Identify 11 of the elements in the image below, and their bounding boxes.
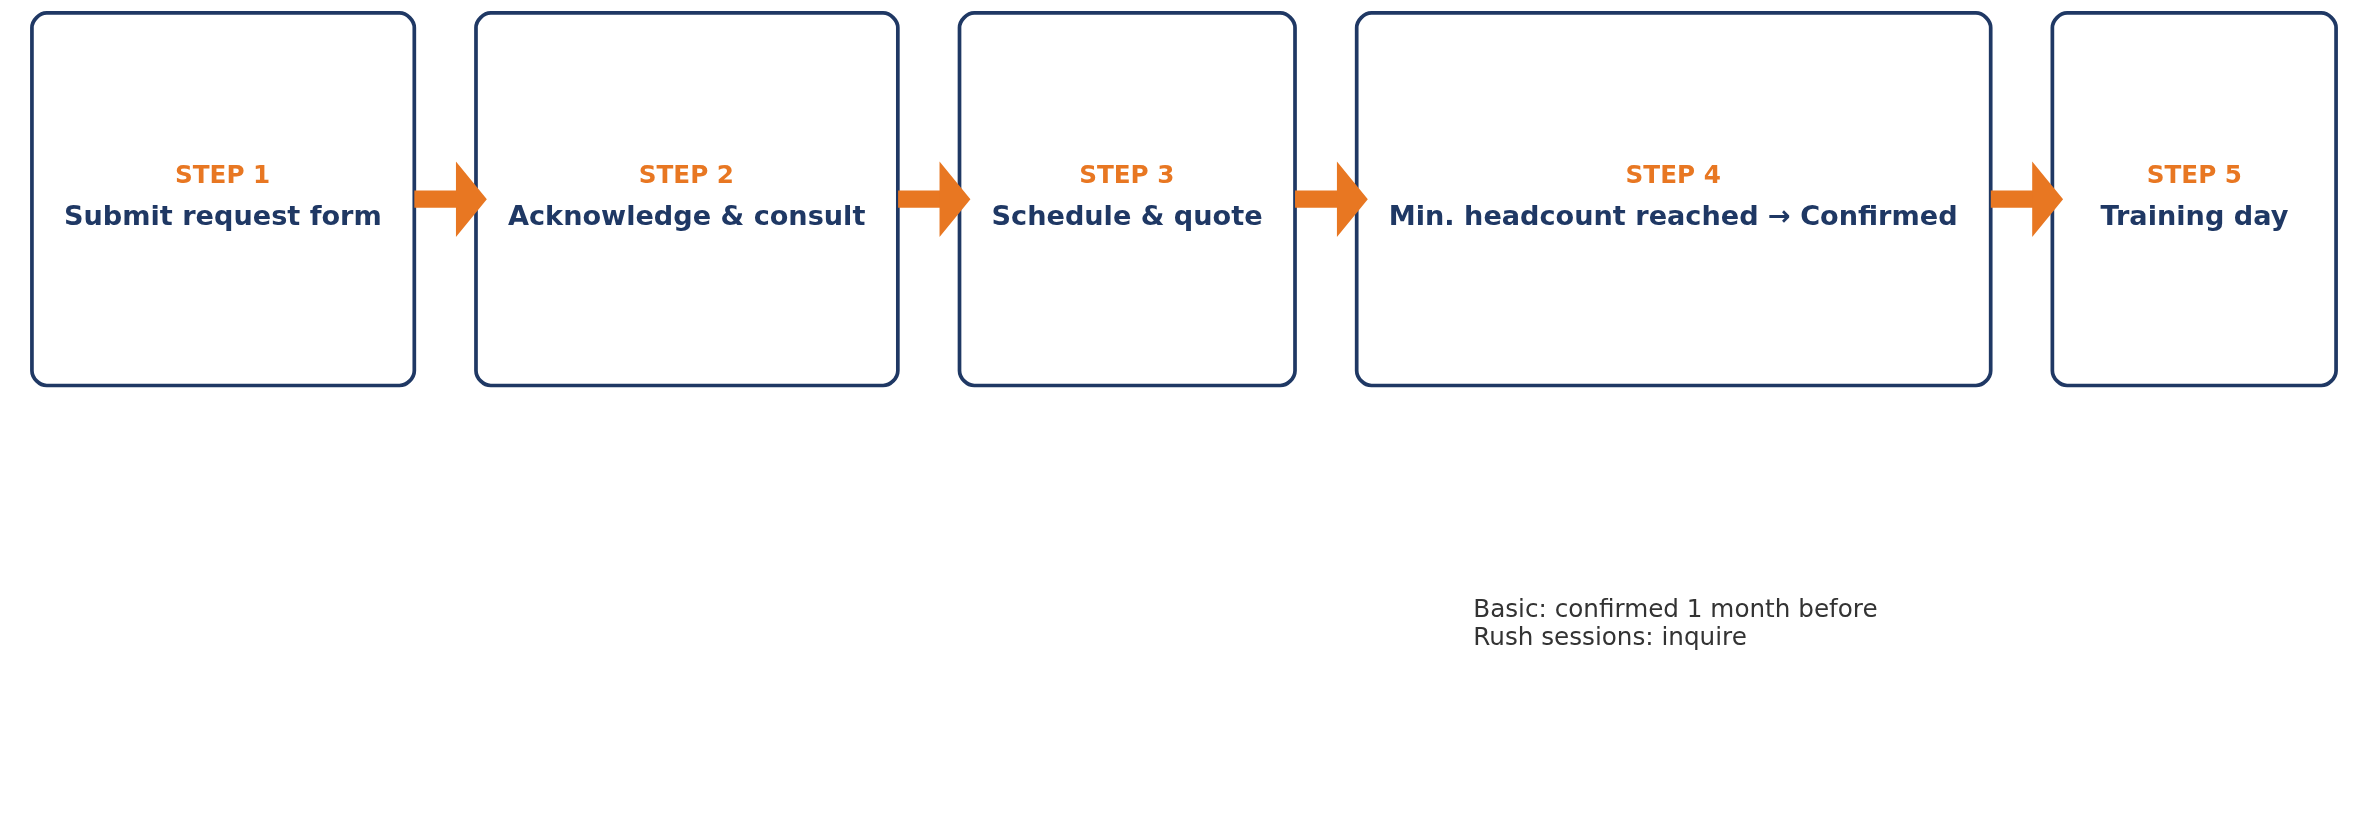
- node-box: STEP 5 Training day: [2050, 11, 2338, 388]
- node-box: STEP 3 Schedule & quote: [957, 11, 1297, 388]
- node-box: STEP 1 Submit request form: [30, 11, 417, 388]
- label: Basic: confirmed 1 month before: [1473, 594, 1878, 624]
- arrow: [1990, 161, 2064, 238]
- label: Rush sessions: inquire: [1473, 621, 1747, 651]
- arrow: [1295, 161, 1368, 238]
- arrow: [414, 161, 487, 238]
- arrow: [898, 161, 971, 238]
- node-box: STEP 4 Min. headcount reached → Confirmed: [1354, 11, 1993, 388]
- node-box: STEP 2 Acknowledge & consult: [474, 11, 900, 388]
